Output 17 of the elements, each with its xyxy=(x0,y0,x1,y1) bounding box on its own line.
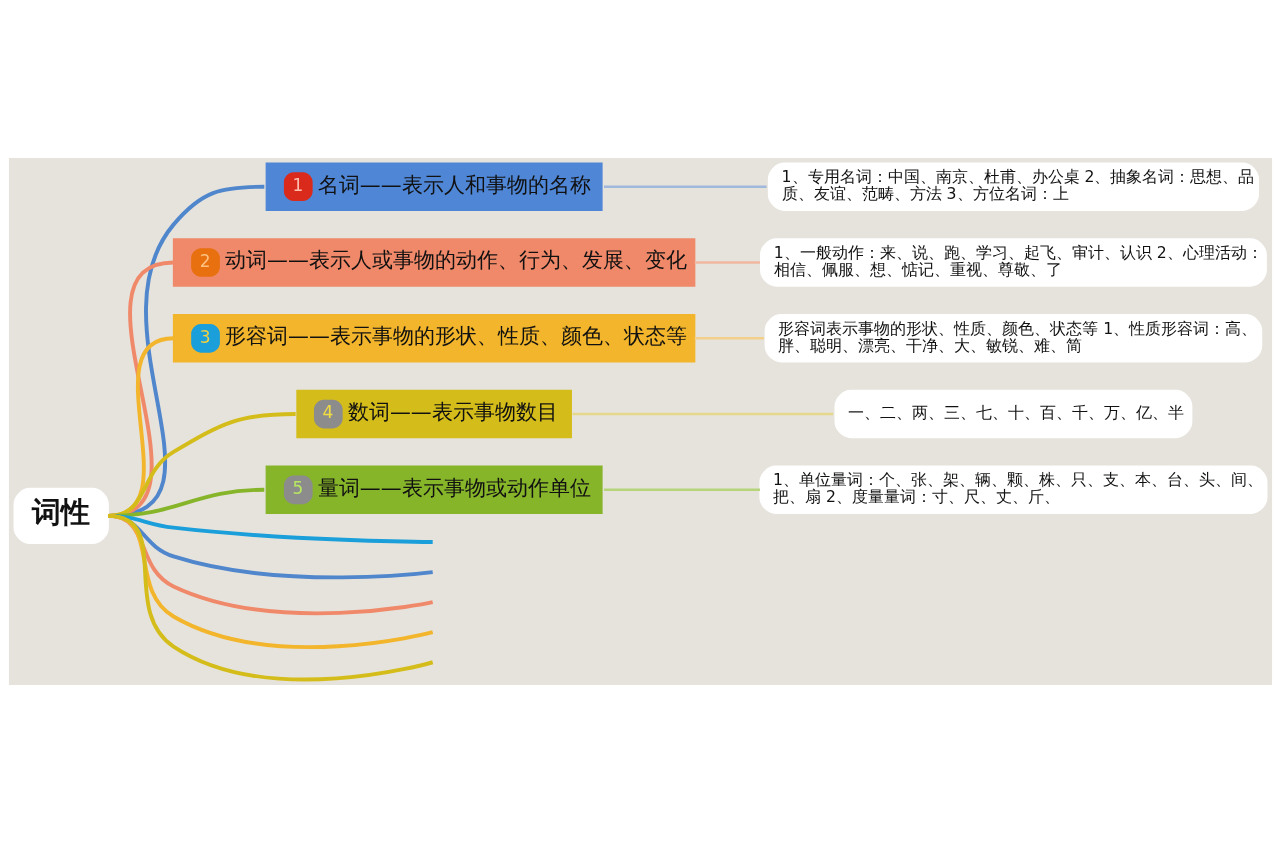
node-box: 5 量词——表示事物或动作单位 xyxy=(265,465,603,514)
node-box: 词性 xyxy=(13,487,109,544)
connector xyxy=(694,336,764,340)
connector xyxy=(572,412,834,416)
node-box: 2 动词——表示人或事物的动作、行为、发展、变化 xyxy=(172,238,696,287)
node-box: 1、专用名词：中国、南京、杜甫、办公桌 2、抽象名词：思想、品质、友谊、范畴、方法 3、方位名词：上 xyxy=(767,162,1259,211)
node-box: 1、一般动作：来、说、跑、学习、起飞、审计、认识 2、心理活动：相信、佩服、想、惦记、重视、尊敬、了 xyxy=(760,238,1267,287)
connector xyxy=(603,488,760,492)
node-box: 3 形容词——表示事物的形状、性质、颜色、状态等 xyxy=(172,314,696,363)
node-box: 1 名词——表示人和事物的名称 xyxy=(265,162,603,211)
connector xyxy=(107,513,434,682)
node-box: 形容词表示事物的形状、性质、颜色、状态等 1、性质形容词：高、胖、聪明、漂亮、干净、大、敏锐、难、简 xyxy=(764,314,1263,363)
node-box: 1、单位量词：个、张、架、辆、颗、株、只、支、本、台、头、间、把、扇 2、度量量词：寸、尺、丈、斤、 xyxy=(759,465,1268,514)
connector xyxy=(694,261,760,264)
node-box: 一、二、两、三、七、十、百、千、万、亿、半 xyxy=(834,389,1193,439)
node-box: 4 数词——表示事物数目 xyxy=(296,389,572,439)
connector xyxy=(603,185,767,189)
